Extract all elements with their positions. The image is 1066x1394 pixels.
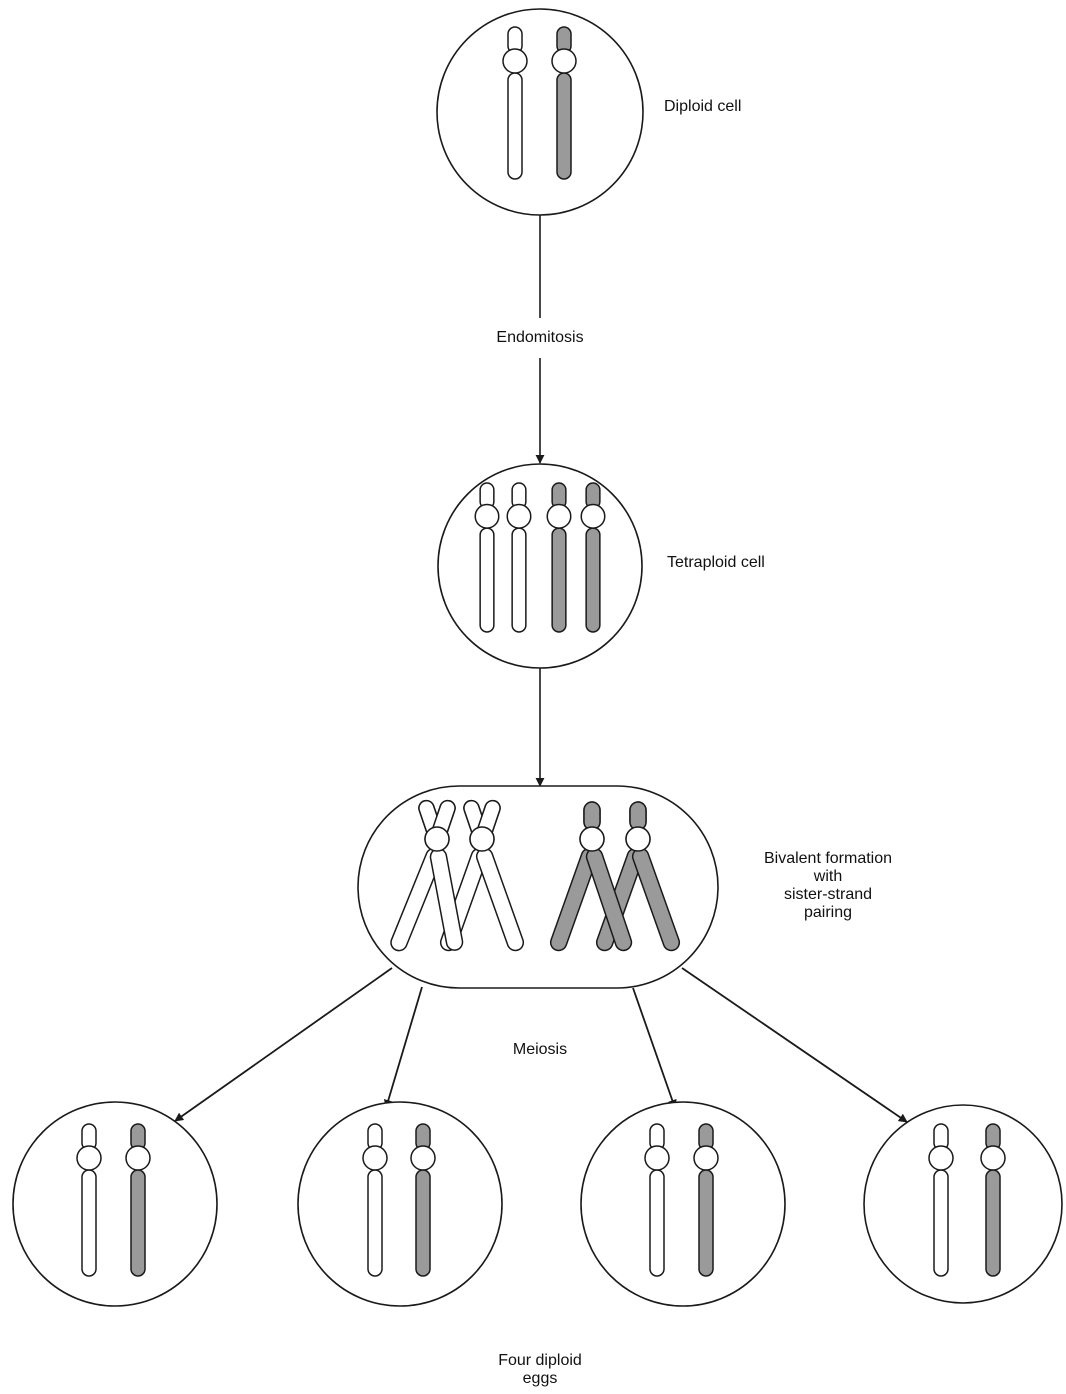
arrow-to-egg-1 bbox=[174, 967, 393, 1122]
label-four-eggs-line-1: Four diploid bbox=[498, 1352, 582, 1369]
label-four-eggs: Four diploid eggs bbox=[470, 1352, 610, 1388]
arrow-to-egg-2 bbox=[383, 986, 423, 1109]
egg-cell-1 bbox=[12, 1101, 218, 1307]
tetraploid-chromosome-1 bbox=[474, 482, 500, 633]
tetraploid-chromosome-2 bbox=[506, 482, 532, 633]
tetraploid-chromosomes bbox=[474, 482, 606, 633]
egg-4-chromosome-shaded bbox=[980, 1123, 1006, 1277]
egg-cell-4 bbox=[863, 1104, 1063, 1304]
label-bivalent: Bivalent formation with sister-strand pa… bbox=[736, 850, 920, 922]
egg-4-chromosome-open bbox=[928, 1123, 954, 1277]
diploid-chromosome-shaded bbox=[551, 26, 577, 180]
egg-2-chromosome-open bbox=[362, 1123, 388, 1277]
bivalent-chromosome-3-arm bbox=[579, 801, 633, 952]
tetraploid-chromosome-3 bbox=[546, 482, 572, 633]
arrow-to-egg-4 bbox=[681, 967, 908, 1123]
label-bivalent-line-3: sister-strand bbox=[783, 886, 873, 903]
label-diploid-cell: Diploid cell bbox=[664, 98, 742, 115]
egg-cell-3 bbox=[580, 1101, 786, 1307]
egg-2-chromosome-shaded bbox=[410, 1123, 436, 1277]
egg-chromosomes bbox=[76, 1123, 1006, 1277]
label-tetraploid-cell: Tetraploid cell bbox=[667, 554, 765, 571]
label-bivalent-line-4: pairing bbox=[803, 904, 853, 921]
bivalent-cell bbox=[357, 785, 719, 989]
egg-1-chromosome-shaded bbox=[125, 1123, 151, 1277]
egg-1-chromosome-open bbox=[76, 1123, 102, 1277]
egg-3-chromosome-shaded bbox=[693, 1123, 719, 1277]
egg-3-chromosome-open bbox=[644, 1123, 670, 1277]
bivalent-chromosomes bbox=[390, 799, 681, 952]
diploid-cell bbox=[436, 8, 644, 216]
diploid-chromosome-open bbox=[502, 26, 528, 180]
bivalent-chromosome-4-arm bbox=[625, 801, 681, 952]
label-bivalent-line-1: Bivalent formation bbox=[763, 850, 893, 867]
label-meiosis: Meiosis bbox=[512, 1041, 568, 1058]
tetraploid-cell bbox=[437, 463, 643, 669]
tetraploid-chromosome-4 bbox=[580, 482, 606, 633]
bivalent-chromosome-1-arm bbox=[418, 799, 464, 951]
arrow-to-egg-3 bbox=[632, 987, 677, 1109]
label-endomitosis: Endomitosis bbox=[496, 329, 584, 346]
label-bivalent-line-2: with bbox=[813, 868, 843, 885]
label-four-eggs-line-2: eggs bbox=[522, 1370, 558, 1387]
bivalent-chromosome-2-arm bbox=[463, 799, 525, 952]
egg-cell-2 bbox=[297, 1101, 503, 1307]
diploid-chromosomes bbox=[502, 26, 577, 180]
